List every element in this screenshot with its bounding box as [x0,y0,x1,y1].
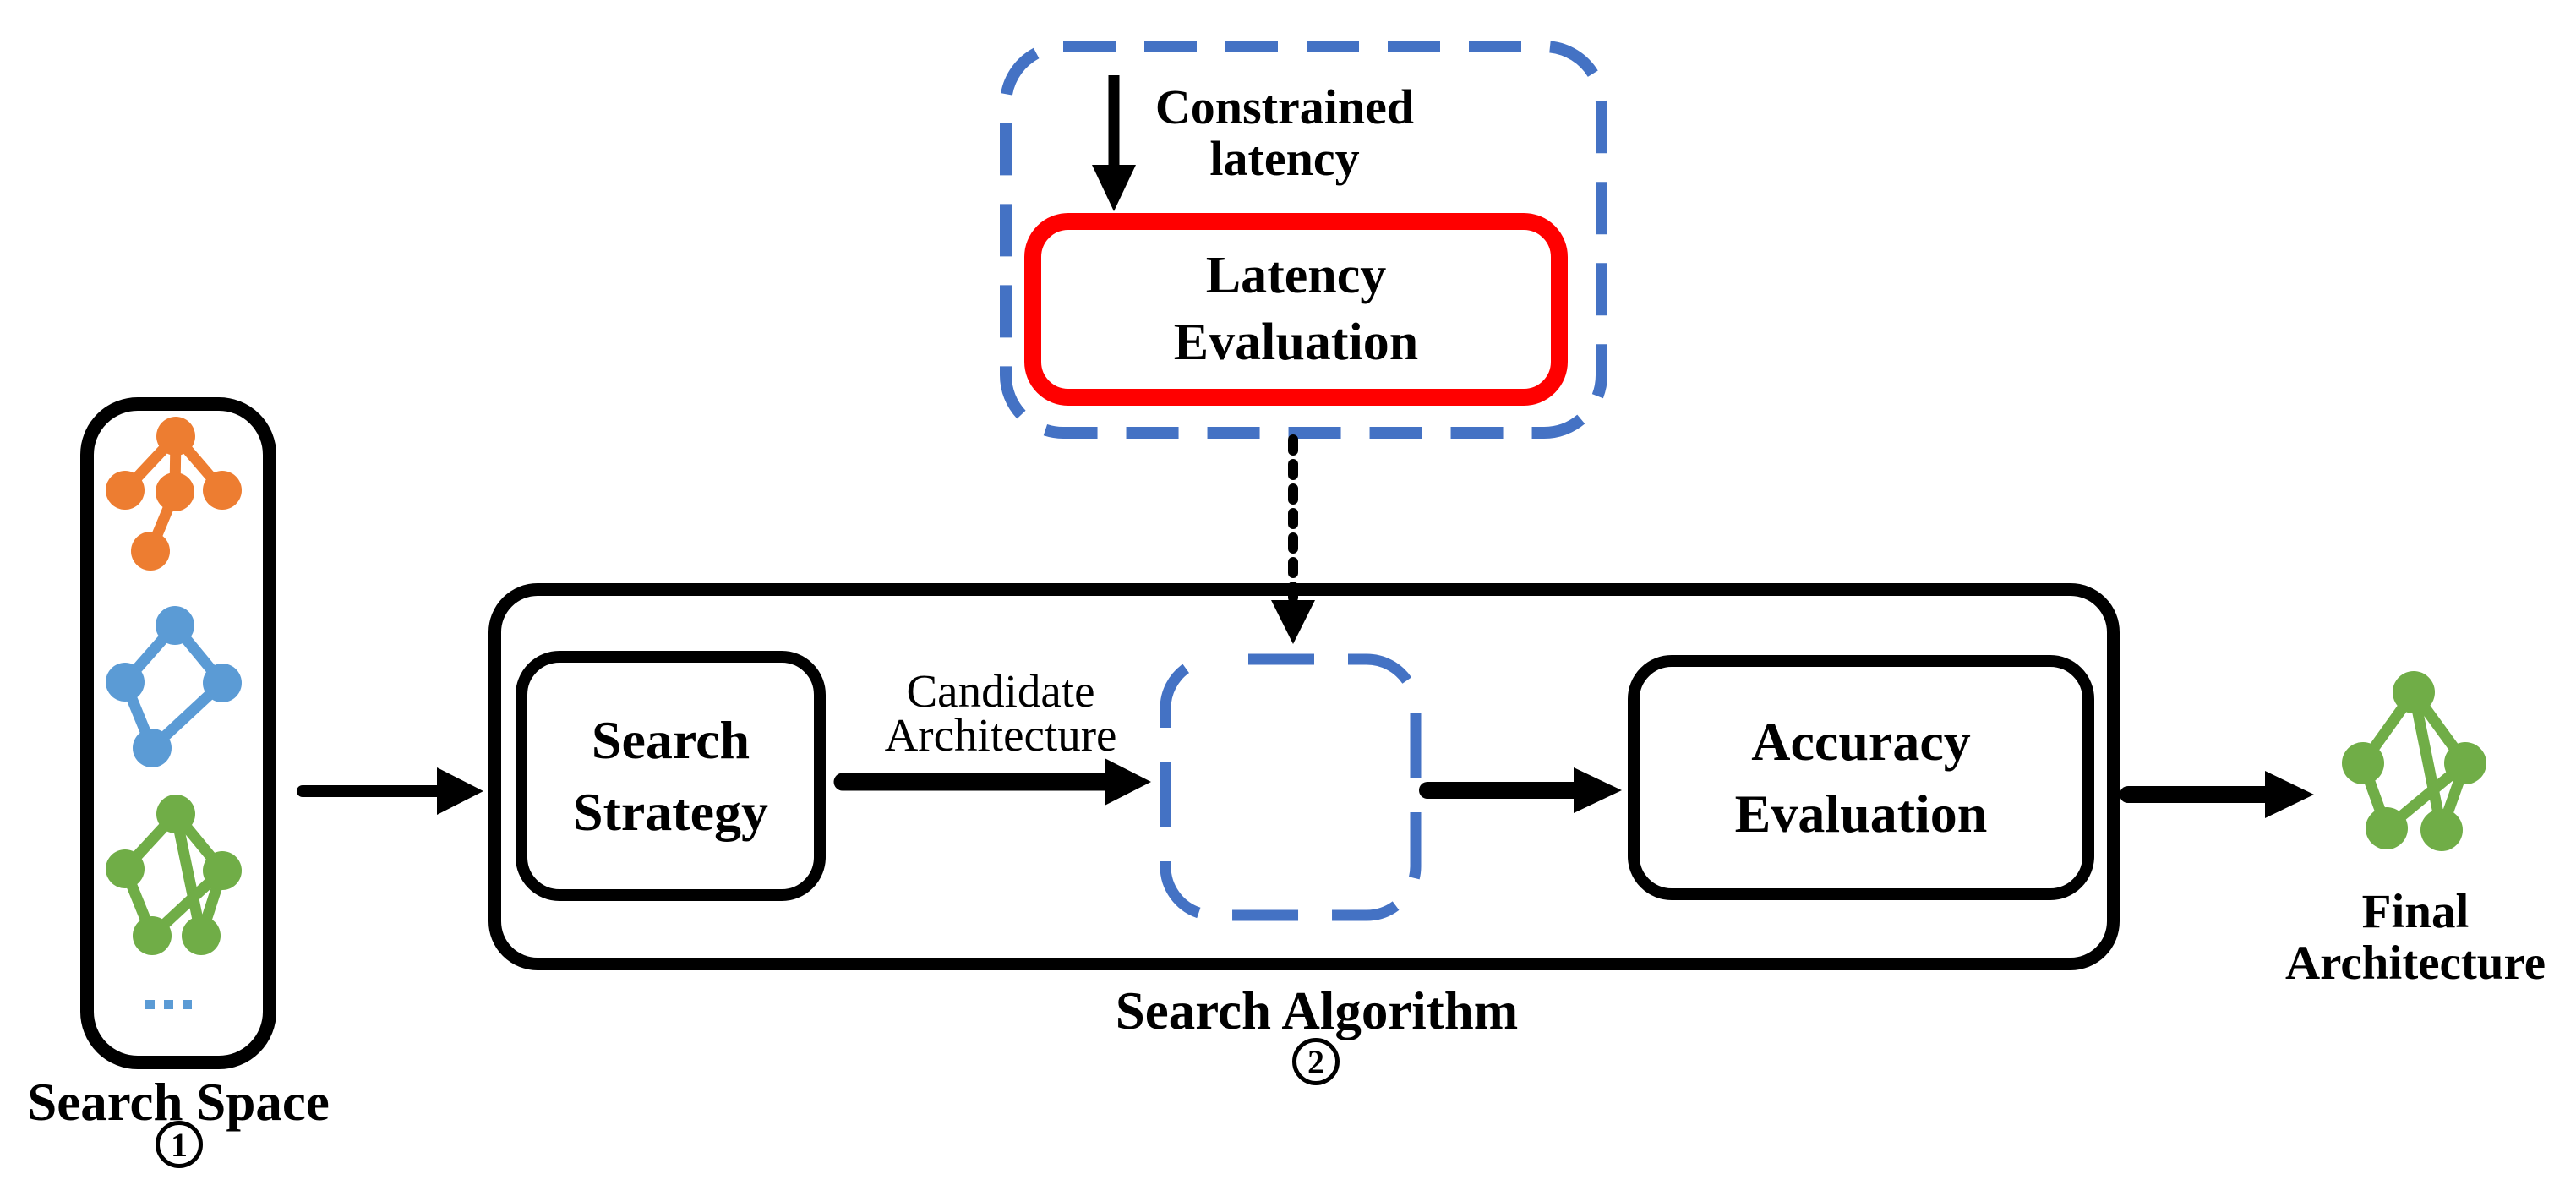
candidate-arrow [833,758,1151,806]
search-strategy-label: Search Strategy [572,710,769,842]
placeholder-box [1160,653,1422,921]
blue-network-icon [106,606,242,767]
candidate-architecture-label: Candidate Architecture [884,665,1117,761]
latency-evaluation-label: Latency Evaluation [1173,247,1419,371]
search-algorithm-label: Search Algorithm [1115,981,1519,1040]
latency-dashed-box [1000,41,1607,439]
search-algorithm-box [488,583,2120,970]
circled-number-1: 1 [156,1121,203,1168]
final-architecture-icon [2342,671,2486,851]
final-architecture-label: Final Architecture [2284,885,2546,990]
orange-network-icon [106,417,242,571]
constrained-latency-label: Constrained latency [1154,79,1415,186]
accuracy-evaluation-label: Accuracy Evaluation [1734,712,1988,844]
latency-evaluation-box: Latency Evaluation [1024,213,1568,406]
dotted-arrow [1271,434,1315,644]
placeholder-to-accuracy-arrow [1419,767,1622,813]
search-strategy-box: Search Strategy [516,651,826,901]
green-network-icon [106,795,242,955]
algorithm-to-final-arrow [2120,771,2314,818]
ellipsis-icon [145,1000,192,1009]
search-space-box [80,397,276,1069]
space-to-algorithm-arrow [297,767,483,815]
circled-number-2: 2 [1292,1038,1340,1085]
constrained-latency-arrow-icon [1092,75,1136,211]
accuracy-evaluation-box: Accuracy Evaluation [1628,655,2094,900]
